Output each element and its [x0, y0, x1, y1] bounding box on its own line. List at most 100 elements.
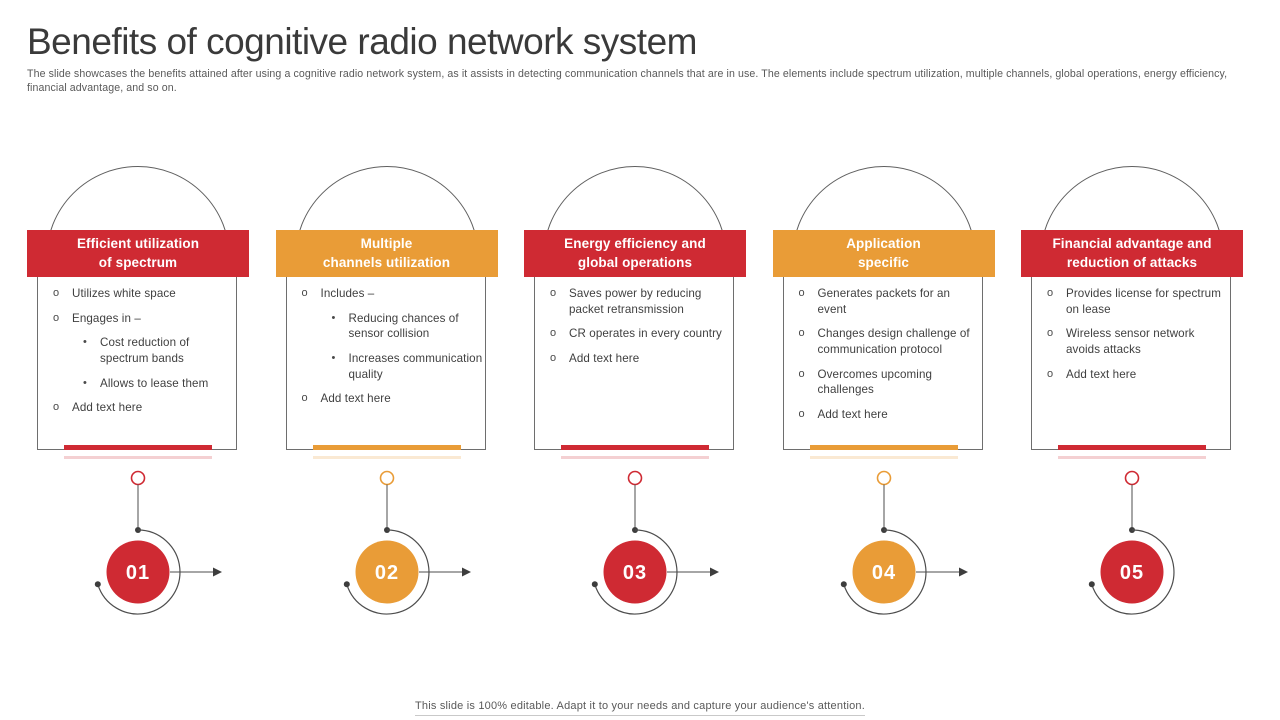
- column-header: Multiple channels utilization: [275, 230, 498, 277]
- step-number-circle: [106, 540, 170, 604]
- step-decoration: 03: [591, 470, 719, 615]
- step-number-circle: [355, 540, 418, 604]
- bullet-text: Overcomes upcoming challenges: [817, 367, 933, 397]
- accent-underline-reflection: [809, 456, 958, 459]
- bullet-item: o Wireless sensor network avoids attacks: [1047, 326, 1229, 357]
- arc-end-dot: [591, 581, 598, 588]
- bullet-item: o Utilizes white space: [53, 286, 235, 302]
- right-arrow-icon: [418, 567, 471, 577]
- step-number: 01: [126, 562, 150, 584]
- step-number: 03: [623, 562, 647, 584]
- sub-bullet-text: Reducing chances of sensor collision: [348, 311, 459, 341]
- sub-bullet-item: •Reducing chances of sensor collision: [332, 311, 484, 342]
- benefit-columns: Efficient utilization of spectrum o Utili…: [27, 166, 1243, 626]
- accent-underline-reflection: [312, 456, 461, 459]
- bullet-marker: o: [1047, 327, 1054, 340]
- bullet-item: o Changes design challenge of communicati…: [799, 326, 981, 357]
- accent-underline-reflection: [1058, 456, 1206, 459]
- arc-end-dot: [343, 581, 350, 588]
- column-header: Application specific: [772, 230, 995, 277]
- arc-end-dot: [1088, 581, 1095, 588]
- bullet-marker: o: [550, 287, 557, 299]
- bullet-item: o Overcomes upcoming challenges: [799, 367, 981, 398]
- bullet-item: o Add text here: [550, 351, 732, 367]
- bullet-item: o Add text here: [302, 391, 484, 407]
- benefit-column: Efficient utilization of spectrum o Utili…: [27, 166, 249, 626]
- accent-underline: [1058, 445, 1206, 450]
- step-number-circle: [1100, 540, 1164, 604]
- sub-bullet-text: Allows to lease them: [100, 376, 209, 390]
- benefit-column: Financial advantage and reduction of att…: [1021, 166, 1243, 626]
- footer: This slide is 100% editable. Adapt it to…: [0, 696, 1280, 716]
- column-header-label: Application specific: [846, 235, 921, 270]
- column-header: Efficient utilization of spectrum: [27, 230, 249, 277]
- sub-bullet-marker: •: [83, 376, 87, 389]
- bullet-text: Add text here: [320, 392, 391, 406]
- bullet-marker: o: [798, 327, 805, 340]
- bullet-marker: o: [53, 287, 60, 299]
- bullet-marker: o: [550, 351, 557, 364]
- bullet-text: Add text here: [817, 407, 888, 421]
- column-header-label: Energy efficiency and global operations: [564, 235, 706, 270]
- connector-ring-icon: [1124, 470, 1140, 486]
- step-decoration: 04: [840, 470, 968, 615]
- bullet-text: Provides license for spectrum on lease: [1066, 287, 1221, 316]
- right-arrow-icon: [915, 567, 968, 577]
- connector-ring-icon: [876, 470, 891, 486]
- sub-bullet-item: • Increases communication quality: [332, 351, 484, 382]
- bullet-text: Add text here: [1066, 367, 1137, 381]
- bullet-list: o Provides license for spectrum on lease o…: [1047, 286, 1229, 391]
- footer-note: This slide is 100% editable. Adapt it to…: [415, 700, 865, 716]
- bullet-marker: o: [798, 367, 805, 380]
- open-circle-arc: [842, 529, 926, 615]
- accent-underline: [809, 445, 958, 450]
- bullet-text: Add text here: [72, 401, 143, 415]
- accent-underline: [64, 445, 212, 450]
- bullet-text: CR operates in every country: [569, 327, 722, 341]
- bullet-text: Add text here: [569, 351, 640, 365]
- column-header: Financial advantage and reduction of att…: [1021, 230, 1243, 277]
- sub-bullet-marker: •: [331, 351, 336, 364]
- sub-bullet-item: • Allows to lease them: [83, 376, 235, 392]
- column-header-label: Efficient utilization of spectrum: [76, 235, 200, 270]
- step-number: 02: [374, 562, 398, 584]
- arc-end-dot: [94, 581, 101, 588]
- bullet-text: Utilizes white space: [72, 287, 176, 300]
- page-title: Benefits of cognitive radio network syst…: [27, 21, 698, 62]
- connector-ring-icon: [379, 470, 394, 486]
- sub-bullet-item: •Cost reduction of spectrum bands: [83, 335, 235, 366]
- step-decoration: 02: [343, 470, 471, 615]
- bullet-marker: o: [301, 287, 308, 299]
- open-circle-arc: [1091, 529, 1175, 615]
- bullet-marker: o: [53, 401, 60, 414]
- bullet-marker: o: [798, 407, 805, 420]
- open-circle-arc: [345, 529, 429, 615]
- bullet-text: Changes design challenge of communicatio…: [817, 327, 970, 356]
- bullet-marker: o: [301, 392, 308, 405]
- step-number-circle: [603, 540, 667, 604]
- accent-underline-reflection: [64, 456, 212, 459]
- step-number: 04: [871, 562, 895, 584]
- bullet-text: Wireless sensor network avoids attacks: [1066, 327, 1195, 356]
- open-circle-arc: [97, 529, 181, 615]
- arc-end-dot: [840, 581, 847, 588]
- bullet-text: Includes –: [320, 287, 375, 300]
- page-subtitle: The slide showcases the benefits attaine…: [27, 68, 1228, 94]
- bullet-item: o Add text here: [53, 400, 235, 416]
- sub-bullet-text: Increases communication quality: [348, 351, 483, 381]
- connector-ring-icon: [627, 470, 643, 486]
- step-number: 05: [1120, 562, 1144, 584]
- column-header-label: Financial advantage and reduction of att…: [1052, 235, 1212, 270]
- sub-bullet-text: Cost reduction of spectrum bands: [100, 336, 190, 365]
- right-arrow-icon: [667, 567, 719, 577]
- right-arrow-icon: [170, 567, 222, 577]
- bullet-marker: o: [798, 287, 805, 299]
